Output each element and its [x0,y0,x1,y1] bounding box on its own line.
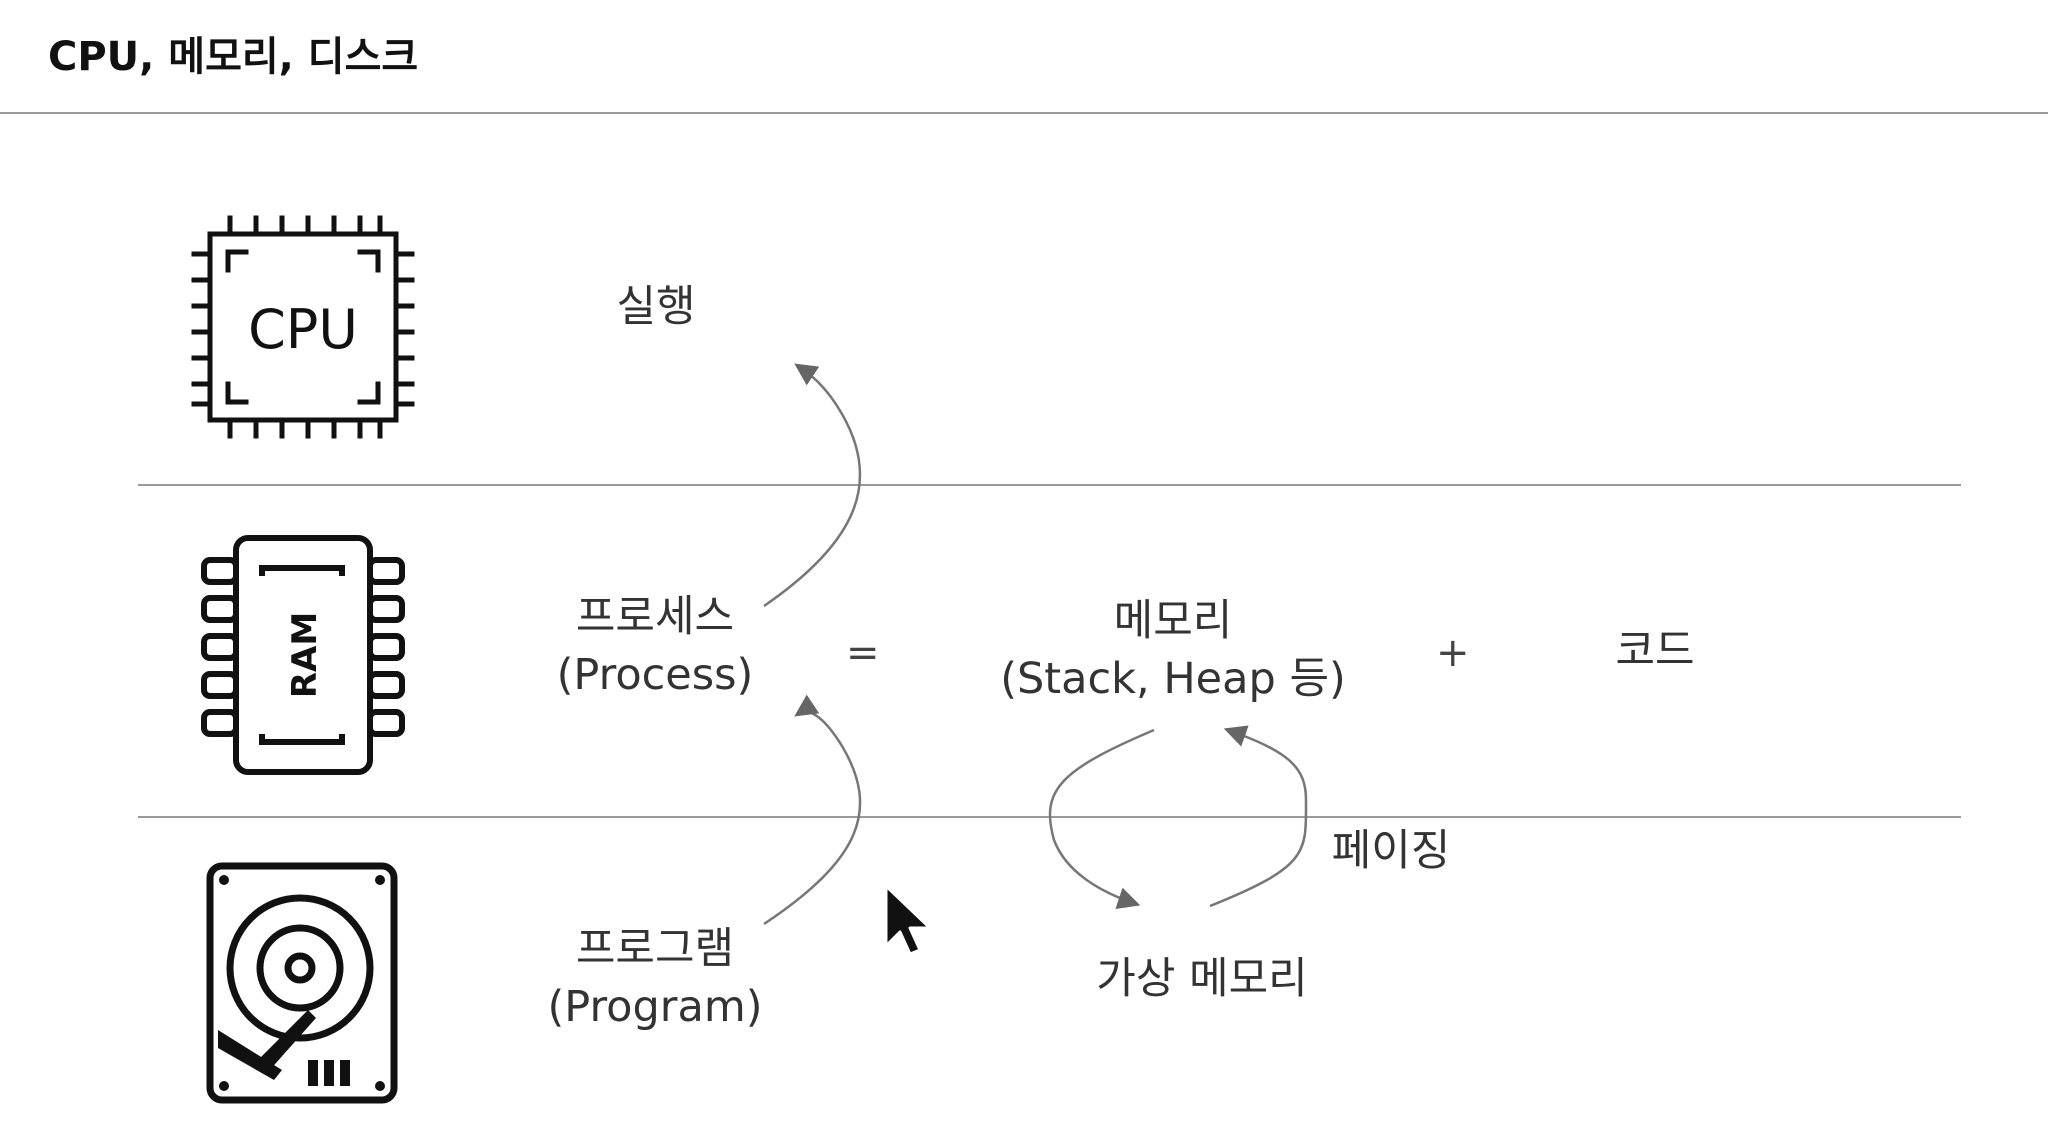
arrow-process-to-execute [763,363,862,608]
ram-chip-icon: RAM [201,535,405,775]
arrow-memory-to-virtual [1048,728,1155,909]
process-label: 프로세스 (Process) [540,588,770,704]
code-label: 코드 [1615,626,1695,676]
arrow-program-to-process [763,694,862,926]
memory-label: 메모리 (Stack, Heap 등) [990,592,1356,708]
program-label-ko: 프로그램 [575,924,735,974]
process-label-en: (Process) [556,650,754,700]
ram-icon-text: RAM [285,612,325,698]
hard-disk-icon [206,862,398,1104]
execute-label: 실행 [616,282,696,332]
memory-label-en: (Stack, Heap 등) [1000,654,1346,704]
virtual-memory-label: 가상 메모리 [1096,954,1308,1004]
program-label: 프로그램 (Program) [528,920,782,1036]
slide-header: CPU, 메모리, 디스크 [0,0,2048,114]
memory-label-ko: 메모리 [1113,596,1233,646]
slide-title: CPU, 메모리, 디스크 [48,34,419,80]
process-label-ko: 프로세스 [575,592,735,642]
divider-cpu-ram [138,484,1961,486]
cpu-icon-text: CPU [248,298,358,361]
cpu-chip-icon: CPU [191,215,415,439]
equals-sign: = [846,630,880,676]
mouse-cursor-icon [884,884,932,956]
arrow-virtual-to-memory [1209,725,1308,908]
paging-label: 페이징 [1331,826,1451,876]
plus-sign: + [1436,630,1470,676]
program-label-en: (Program) [547,982,763,1032]
